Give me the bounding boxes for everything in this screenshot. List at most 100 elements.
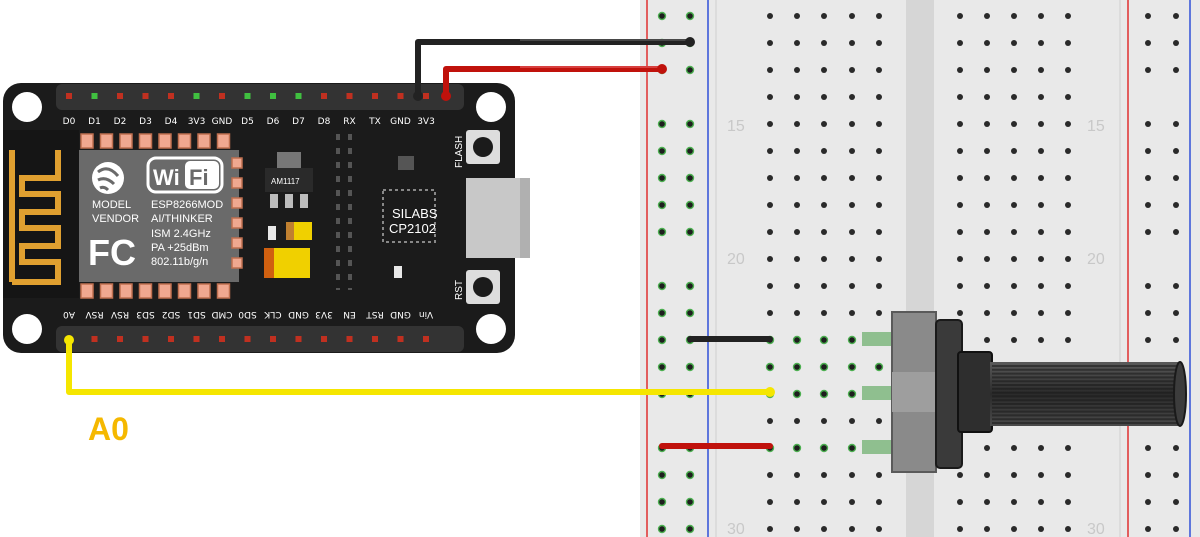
rail-hole [1145, 148, 1151, 154]
top-pin-d4-4[interactable] [168, 93, 174, 99]
rail-hole-center [687, 148, 693, 154]
terminal-hole [1065, 175, 1071, 181]
terminal-hole [876, 229, 882, 235]
bottom-pin-gnd-9[interactable] [295, 336, 302, 342]
top-pin-d8-10[interactable] [321, 93, 327, 99]
module-pad [119, 133, 133, 149]
flash-button-cap [473, 137, 493, 157]
bottom-pin-label: SD0 [238, 309, 257, 319]
top-pin-rx-11[interactable] [346, 93, 353, 99]
usb-connector [466, 178, 530, 258]
bottom-pin-rsv-1[interactable] [91, 336, 98, 342]
rail-hole [1145, 202, 1151, 208]
potentiometer[interactable] [862, 311, 1187, 473]
terminal-hole [876, 472, 882, 478]
terminal-hole [876, 256, 882, 262]
bottom-pin-gnd-13[interactable] [397, 336, 404, 342]
bottom-pin-3v3-10[interactable] [321, 336, 327, 342]
terminal-hole [1038, 202, 1044, 208]
bottom-pin-en-11[interactable] [346, 336, 353, 342]
terminal-hole [1065, 256, 1071, 262]
rail-hole [1173, 202, 1179, 208]
terminal-hole [1011, 310, 1017, 316]
terminal-hole-center [821, 445, 827, 451]
bottom-pin-sd0-7[interactable] [244, 336, 251, 342]
rail-hole-center [687, 364, 693, 370]
espressif-logo-icon [92, 162, 124, 194]
terminal-hole [1038, 283, 1044, 289]
bottom-pin-rst-12[interactable] [372, 336, 378, 342]
rail-hole [1173, 499, 1179, 505]
terminal-hole [849, 310, 855, 316]
rail-hole-center [659, 337, 665, 343]
rail-hole-center [687, 13, 693, 19]
terminal-hole-center [794, 364, 800, 370]
rail-hole-center [687, 175, 693, 181]
top-pin-label: GND [390, 117, 411, 127]
module-pad [216, 133, 231, 149]
terminal-hole-center [767, 364, 773, 370]
bottom-pin-sd2-4[interactable] [168, 336, 174, 342]
top-pin-d5-7[interactable] [244, 93, 251, 99]
bottom-pin-cmd-6[interactable] [219, 336, 225, 342]
rail-hole-center [659, 310, 665, 316]
terminal-hole [767, 256, 773, 262]
terminal-hole [984, 472, 990, 478]
wire-a0-yellow[interactable] [66, 340, 770, 395]
rail-hole [1145, 121, 1151, 127]
terminal-hole [876, 202, 882, 208]
wire-end-a0-pot [765, 387, 775, 397]
terminal-hole [767, 229, 773, 235]
top-pin-d0-0[interactable] [66, 93, 72, 99]
terminal-hole [767, 472, 773, 478]
top-pin-d1-1[interactable] [91, 93, 98, 99]
regulator-chip [265, 168, 313, 192]
bottom-pin-sd3-3[interactable] [142, 336, 149, 342]
terminal-hole [984, 175, 990, 181]
terminal-hole [1065, 121, 1071, 127]
terminal-hole [794, 148, 800, 154]
terminal-hole [849, 283, 855, 289]
terminal-hole [1011, 67, 1017, 73]
terminal-hole [984, 202, 990, 208]
terminal-hole [1038, 175, 1044, 181]
rail-hole-center [687, 229, 693, 235]
terminal-hole [821, 499, 827, 505]
smd-component-small [268, 226, 276, 240]
top-pin-d7-9[interactable] [295, 93, 302, 99]
top-pin-d2-2[interactable] [117, 93, 123, 99]
wire-3v3-red[interactable] [443, 66, 662, 96]
module-pad [231, 257, 243, 269]
bottom-pin-vin-14[interactable] [423, 336, 429, 342]
top-pin-tx-12[interactable] [372, 93, 378, 99]
top-pin-3v3-14[interactable] [423, 93, 429, 99]
rail-hole-center [659, 472, 665, 478]
terminal-hole [794, 472, 800, 478]
wire-gnd-black[interactable] [415, 39, 690, 96]
terminal-hole [957, 13, 963, 19]
terminal-hole [1038, 13, 1044, 19]
top-pin-gnd-6[interactable] [219, 93, 225, 99]
top-pin-d6-8[interactable] [270, 93, 276, 99]
terminal-hole [821, 202, 827, 208]
terminal-hole [876, 67, 882, 73]
bottom-pin-clk-8[interactable] [270, 336, 276, 342]
module-pad [177, 283, 192, 299]
module-spec-2: PA +25dBm [151, 242, 209, 254]
terminal-hole [794, 526, 800, 532]
top-pin-3v3-5[interactable] [193, 93, 200, 99]
terminal-hole [957, 499, 963, 505]
top-pin-label: D1 [88, 117, 101, 127]
terminal-hole [984, 148, 990, 154]
bottom-pin-rsv-2[interactable] [117, 336, 123, 342]
top-pin-gnd-13[interactable] [397, 93, 404, 99]
top-pin-d3-3[interactable] [142, 93, 149, 99]
terminal-hole [849, 121, 855, 127]
bottom-pin-sd1-5[interactable] [193, 336, 200, 342]
terminal-hole [767, 175, 773, 181]
terminal-hole [1011, 229, 1017, 235]
rail-hole-center [687, 499, 693, 505]
terminal-hole [794, 121, 800, 127]
terminal-hole [794, 283, 800, 289]
rail-hole [1145, 67, 1151, 73]
